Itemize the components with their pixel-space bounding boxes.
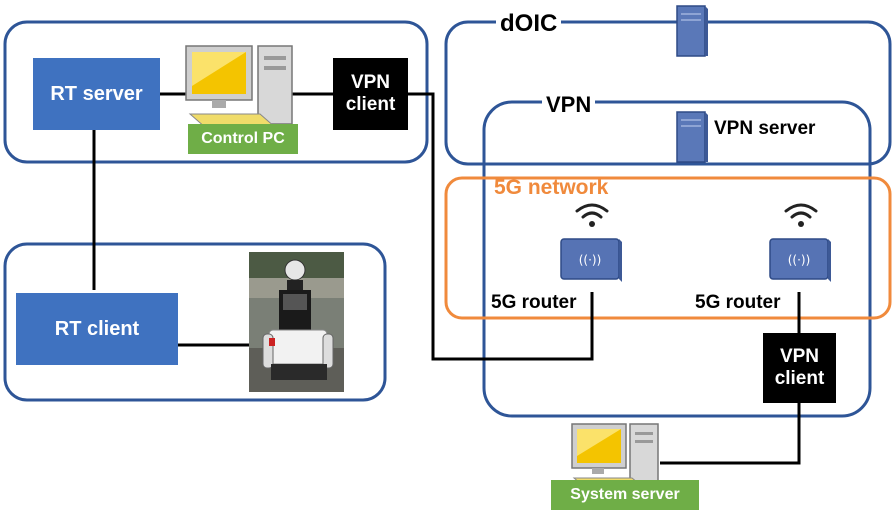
control-pc-label: Control PC: [188, 124, 298, 154]
svg-text:((·)): ((·)): [788, 253, 811, 267]
vpn-client-to-router-line: [408, 92, 594, 361]
network-5g-outline: [444, 176, 892, 320]
robot-photo: [249, 252, 344, 392]
vpn-client-bottom-line1: VPN: [779, 346, 820, 368]
wifi-icon: [574, 200, 610, 230]
rt-server-node: RT server: [33, 58, 160, 130]
vpn-client-top-line2: client: [345, 94, 396, 115]
router-right-label: 5G router: [695, 292, 781, 313]
vpn-group-outline: [482, 100, 872, 418]
vpn-group-label: VPN: [542, 92, 596, 118]
computer-icon: [566, 420, 666, 492]
vpn-client-to-system-server-line: [660, 403, 801, 465]
doic-group-label: dOIC: [496, 10, 562, 38]
vpn-server-label: VPN server: [714, 118, 816, 139]
vpn-client-bottom-line2: client: [774, 368, 825, 389]
router-icon: ((·)): [558, 236, 624, 284]
vpn-client-bottom-node: VPN client: [763, 333, 836, 403]
network-5g-label: 5G network: [494, 176, 609, 199]
vpn-client-top-line1: VPN: [350, 72, 391, 94]
system-server-label: System server: [551, 480, 699, 510]
rt-client-node: RT client: [16, 293, 178, 365]
router-left-label: 5G router: [491, 292, 577, 313]
doic-group-outline: [444, 20, 892, 166]
vpn-client-top-node: VPN client: [333, 58, 408, 130]
control-group-outline: [3, 20, 429, 164]
vpn-server-icon: [675, 110, 709, 164]
router-icon: ((·)): [767, 236, 833, 284]
client-group-outline: [3, 242, 387, 402]
wifi-icon: [783, 200, 819, 230]
svg-text:((·)): ((·)): [579, 253, 602, 267]
server-tower-icon: [675, 4, 709, 58]
